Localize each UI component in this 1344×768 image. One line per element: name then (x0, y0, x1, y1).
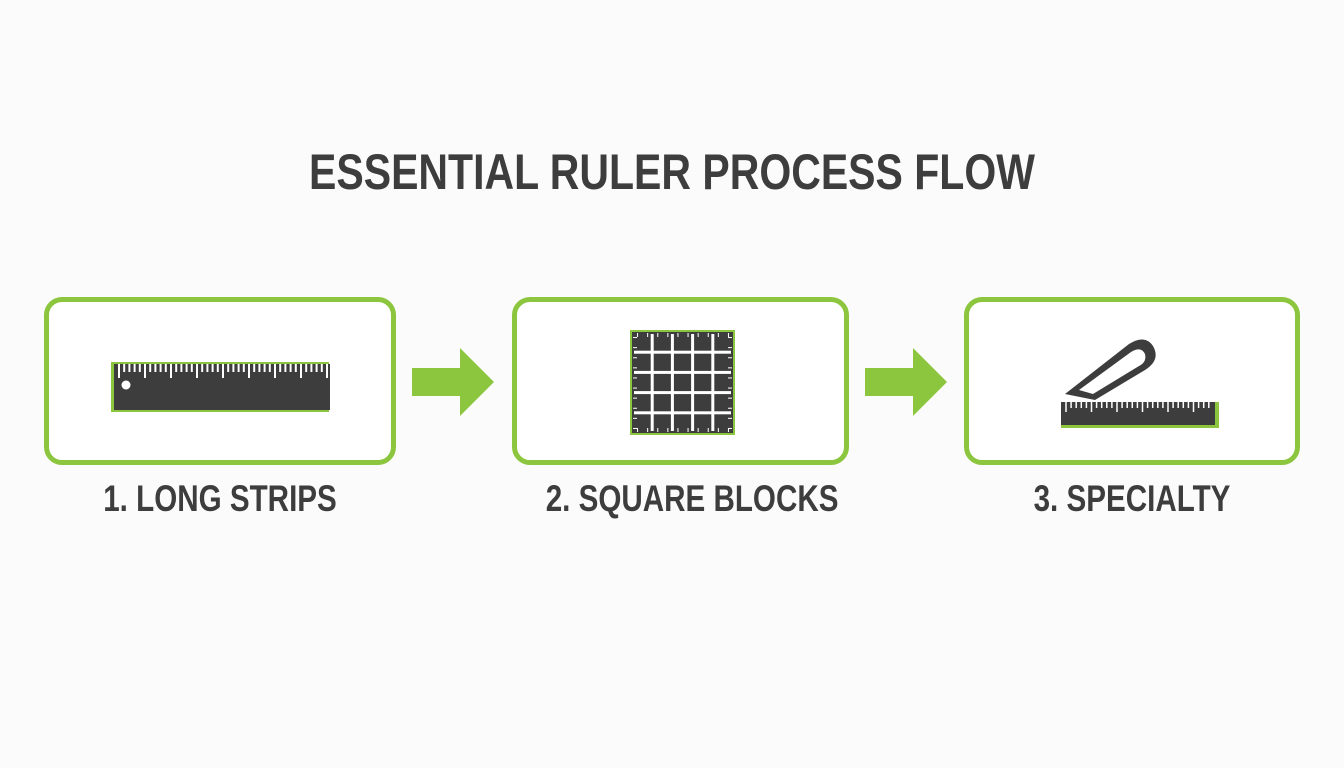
arrow-right-icon (412, 348, 494, 416)
page-title: ESSENTIAL RULER PROCESS FLOW (309, 144, 1035, 200)
step-label-specialty: 3. SPECIALTY (1033, 478, 1231, 519)
step-label-long-strips: 1. LONG STRIPS (103, 478, 337, 519)
folding-ruler-icon (1061, 339, 1219, 428)
step-box-square-blocks (512, 297, 849, 465)
arrow-right-icon (865, 348, 947, 416)
step-box-specialty (964, 297, 1300, 465)
long-ruler-icon (111, 362, 330, 412)
square-grid-ruler-icon (630, 330, 735, 435)
step-label-square-blocks: 2. SQUARE BLOCKS (545, 478, 839, 519)
step-box-long-strips (44, 297, 396, 465)
